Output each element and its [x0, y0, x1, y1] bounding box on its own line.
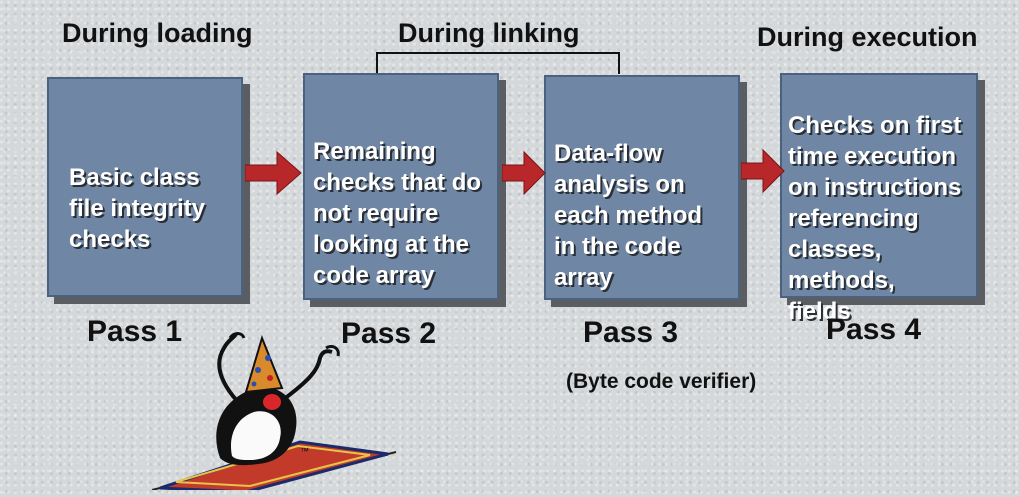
- pass-4-box: Checks on first time execution on instru…: [780, 73, 978, 325]
- arrow-right-icon: [502, 150, 546, 196]
- heading-during-loading: During loading: [62, 18, 253, 48]
- pass-1-box: Basic class file integrity checks: [47, 77, 243, 297]
- svg-text:™: ™: [300, 446, 309, 456]
- pass-4-description: Checks on first time execution on instru…: [788, 112, 962, 325]
- pass-4-label: Pass 4: [826, 313, 922, 346]
- arrow-right-icon: [741, 148, 785, 194]
- pass-2-description: Remaining checks that do not require loo…: [313, 138, 482, 289]
- pass-2-label: Pass 2: [341, 317, 437, 350]
- pass-3-box: Data-flow analysis on each method in the…: [544, 75, 740, 300]
- pass-1-label: Pass 1: [87, 315, 183, 348]
- linking-bracket: [376, 52, 620, 74]
- arrow-right-icon: [245, 150, 302, 196]
- pass-1-description: Basic class file integrity checks: [69, 164, 206, 253]
- heading-during-execution: During execution: [757, 22, 978, 52]
- heading-during-linking: During linking: [398, 18, 580, 48]
- pass-3-description: Data-flow analysis on each method in the…: [554, 140, 703, 291]
- java-duke-mascot-icon: ™: [151, 332, 397, 490]
- pass-3-label: Pass 3: [583, 316, 679, 349]
- pass-2-box: Remaining checks that do not require loo…: [303, 73, 499, 300]
- byte-code-verifier-note: (Byte code verifier): [566, 370, 757, 393]
